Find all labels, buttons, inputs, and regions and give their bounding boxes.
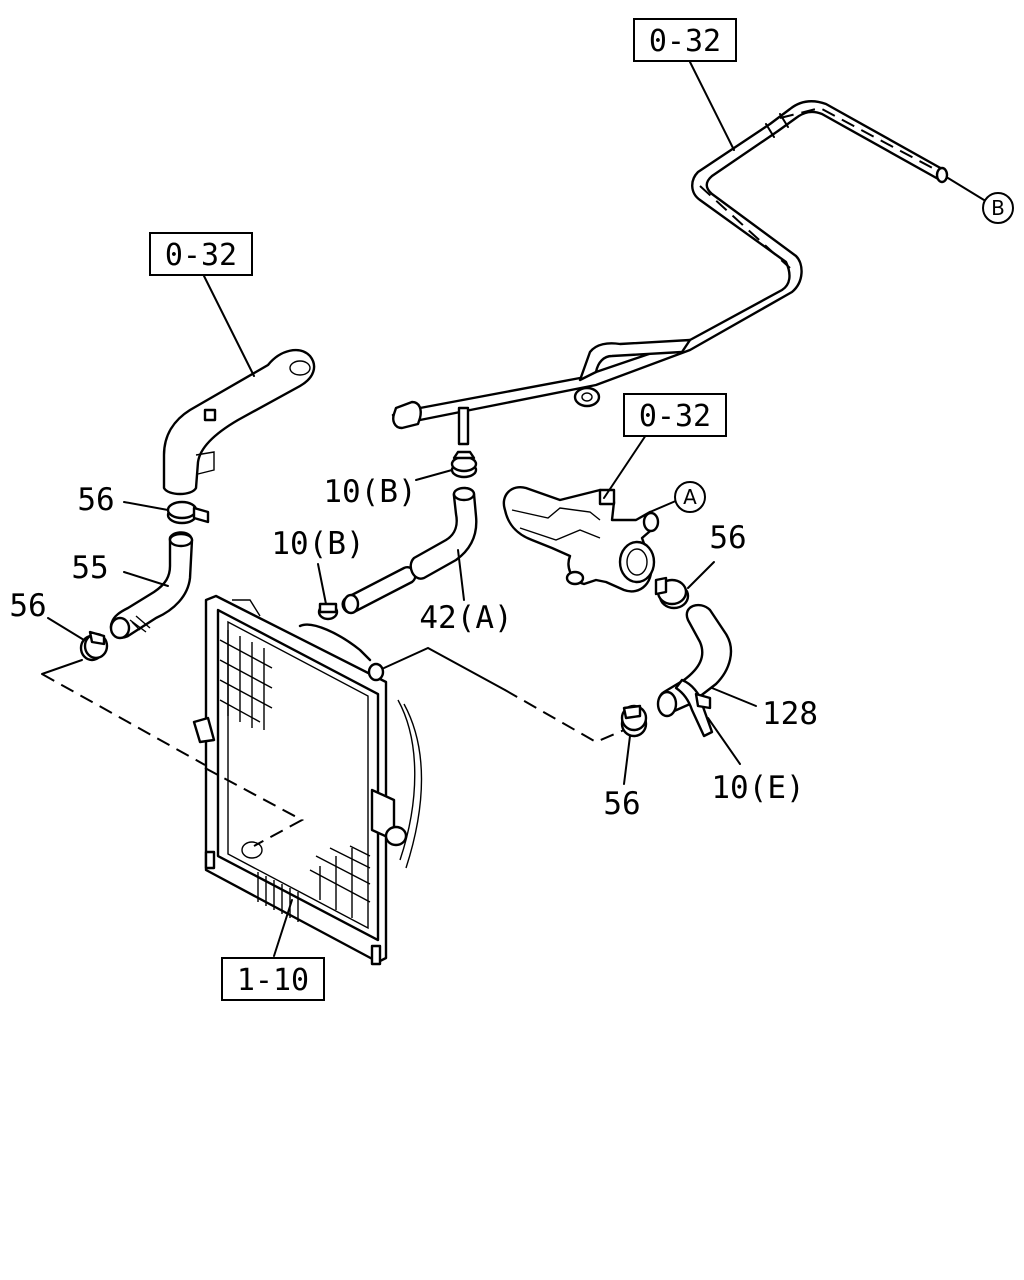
callout-56-top[interactable]: 56 — [77, 482, 114, 518]
ref-left-label: 0-32 — [165, 238, 237, 273]
upper-coolant-pipe — [391, 100, 949, 446]
callout-56-bottom[interactable]: 56 — [603, 786, 640, 822]
callout-56-left[interactable]: 56 — [9, 588, 46, 624]
routing-lines — [41, 646, 625, 766]
clamp-10b-upper — [450, 450, 478, 479]
clamp-10e — [674, 678, 714, 738]
ref-top-label: 0-32 — [649, 24, 721, 59]
callout-10b-lower[interactable]: 10(B) — [271, 526, 364, 562]
connector-a[interactable]: A — [674, 481, 706, 513]
callout-56-right[interactable]: 56 — [709, 520, 746, 556]
ref-box-mid[interactable]: 0-32 — [623, 393, 727, 437]
clamp-10b-lower — [317, 602, 339, 621]
hose-42a — [341, 486, 478, 615]
hose-55 — [109, 531, 194, 640]
thermostat-housing — [502, 485, 660, 593]
callout-10e[interactable]: 10(E) — [711, 770, 804, 806]
ref-box-left[interactable]: 0-32 — [149, 232, 253, 276]
leader-lines — [47, 61, 985, 957]
ref-box-radiator[interactable]: 1-10 — [221, 957, 325, 1001]
ref-radiator-label: 1-10 — [237, 963, 309, 998]
connector-a-label: A — [683, 485, 697, 509]
callout-42a[interactable]: 42(A) — [419, 600, 512, 636]
clamp-56-bottom — [620, 704, 648, 738]
connector-b[interactable]: B — [982, 192, 1014, 224]
left-coolant-pipe — [162, 348, 316, 496]
connector-b-label: B — [991, 196, 1005, 220]
clamp-56-left — [79, 630, 109, 662]
radiator-core-mesh — [219, 630, 371, 918]
clamp-56-top — [166, 500, 210, 525]
callout-55[interactable]: 55 — [71, 550, 108, 586]
radiator — [192, 594, 423, 966]
ref-box-top[interactable]: 0-32 — [633, 18, 737, 62]
callout-10b-upper[interactable]: 10(B) — [323, 474, 416, 510]
callout-128[interactable]: 128 — [762, 696, 818, 732]
ref-mid-label: 0-32 — [639, 399, 711, 434]
clamp-56-right — [654, 576, 690, 610]
